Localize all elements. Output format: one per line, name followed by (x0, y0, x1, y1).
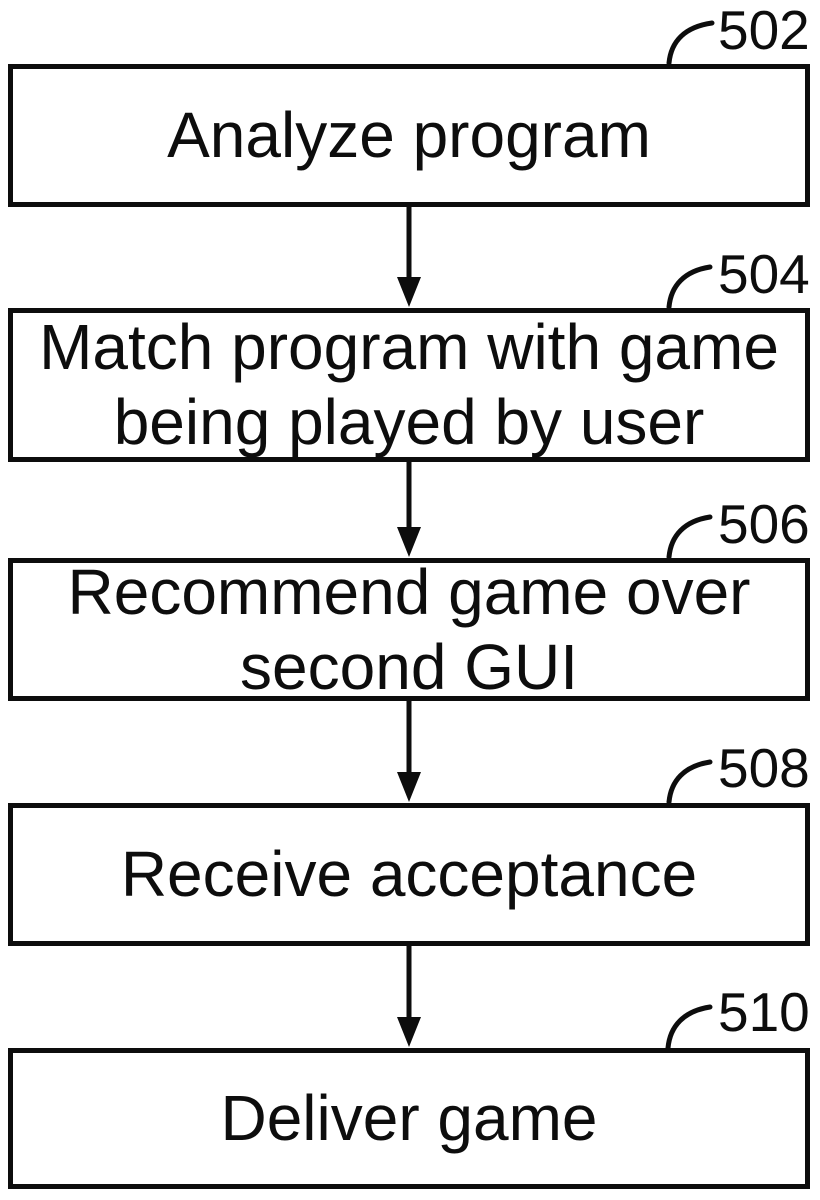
ref-number-504: 504 (718, 243, 810, 305)
leader-line-510 (665, 1004, 713, 1051)
leader-line-506 (666, 514, 713, 560)
ref-number-510: 510 (718, 981, 810, 1043)
flow-step-receive-acceptance: Receive acceptance (8, 803, 810, 946)
flow-step-label: Analyze program (167, 99, 651, 172)
flow-step-label: Receive acceptance (120, 838, 698, 911)
ref-number-508: 508 (718, 737, 810, 799)
flow-step-recommend-game: Recommend game over second GUI (8, 555, 810, 703)
arrowhead-icon-3 (397, 772, 421, 802)
flow-step-match-program: Match program with game being played by … (8, 308, 810, 462)
flow-step-deliver-game: Deliver game (8, 1048, 810, 1189)
leader-line-502 (666, 20, 715, 66)
flow-step-label: Recommend game over (67, 555, 751, 628)
flow-step-label: second GUI (240, 630, 578, 703)
flow-step-label: being played by user (113, 386, 705, 458)
arrowhead-icon-2 (397, 527, 421, 557)
leader-line-508 (666, 759, 713, 805)
ref-number-502: 502 (718, 0, 810, 61)
arrowhead-icon-1 (397, 277, 421, 307)
arrowhead-icon-4 (397, 1017, 421, 1047)
flow-step-analyze-program: Analyze program (8, 64, 810, 207)
flow-step-label: Match program with game (39, 311, 779, 384)
flow-step-label: Deliver game (220, 1082, 598, 1155)
leader-line-504 (666, 264, 713, 310)
ref-number-506: 506 (718, 493, 810, 555)
